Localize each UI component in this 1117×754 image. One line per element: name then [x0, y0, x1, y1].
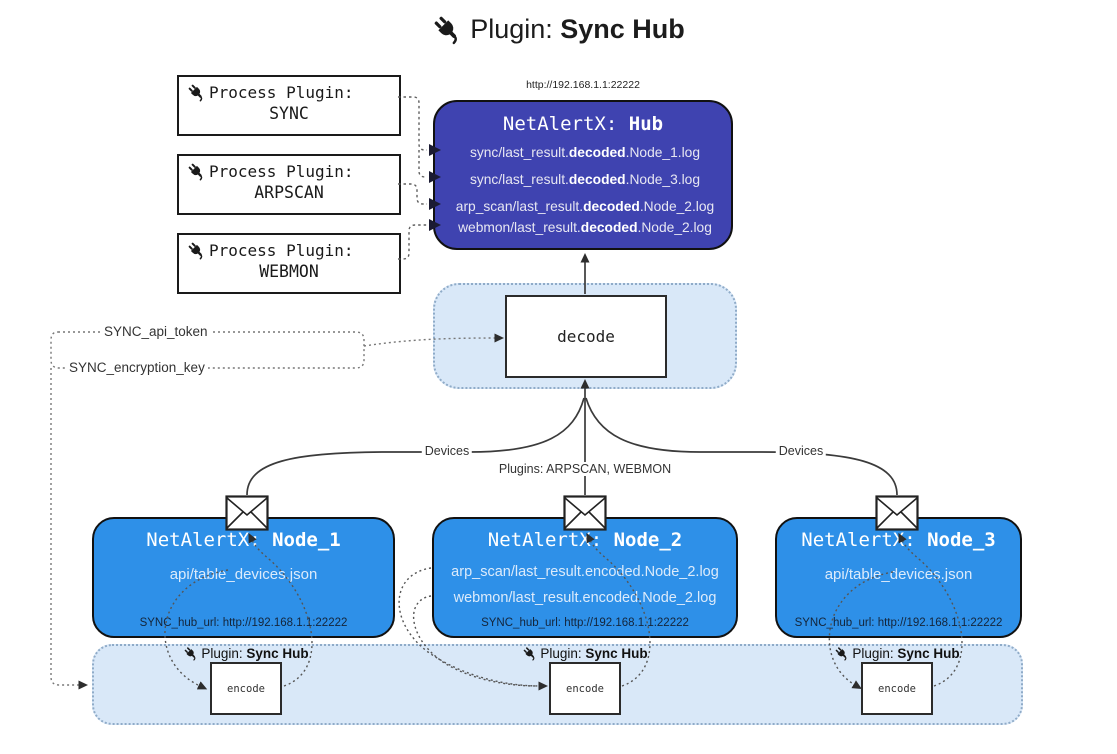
node-box-node1: NetAlertX: Node_1 api/table_devices.json… — [92, 517, 395, 638]
node-file-line: arp_scan/last_result.encoded.Node_2.log — [451, 564, 719, 580]
envelope-icon — [875, 495, 919, 531]
hub-url: http://192.168.1.1:22222 — [526, 79, 640, 91]
edge-label-plugins: Plugins: ARPSCAN, WEBMON — [495, 462, 675, 476]
edge-label-devices-left: Devices — [421, 444, 473, 458]
process-plugin-box-webmon: Process Plugin: WEBMON — [177, 233, 401, 294]
plug-icon — [183, 646, 199, 661]
node-title: NetAlertX: Node_1 — [146, 529, 341, 551]
process-plugin-box-sync: Process Plugin: SYNC — [177, 75, 401, 136]
hub-title: NetAlertX: Hub — [502, 113, 664, 135]
process-plugin-label: Process Plugin: — [209, 83, 354, 102]
config-label-encryption-key: SYNC_encryption_key — [66, 360, 208, 375]
process-plugin-connectors — [398, 96, 427, 260]
hub-log-row: arp_scan/last_result.decoded.Node_2.log — [455, 199, 715, 214]
hub-log-row: sync/last_result.decoded.Node_1.log — [469, 145, 701, 160]
envelope-icon — [563, 495, 607, 531]
node-file-line: api/table_devices.json — [169, 566, 318, 583]
process-plugin-name: WEBMON — [259, 262, 319, 281]
band-plugin-label: Plugin: Sync Hub — [834, 646, 960, 661]
hub-log-row: webmon/last_result.decoded.Node_2.log — [458, 220, 712, 235]
plug-icon — [834, 646, 850, 661]
node-box-node3: NetAlertX: Node_3 api/table_devices.json… — [775, 517, 1022, 638]
process-plugin-box-arpscan: Process Plugin: ARPSCAN — [177, 154, 401, 215]
plug-icon — [432, 14, 464, 45]
encode-box: encode — [549, 662, 621, 715]
plug-icon — [522, 646, 538, 661]
decode-box: decode — [505, 295, 667, 378]
config-label-api-token: SYNC_api_token — [101, 324, 211, 339]
node-hub-url: SYNC_hub_url: http://192.168.1.1:22222 — [481, 617, 689, 629]
page-title: Plugin: Sync Hub — [0, 14, 1117, 45]
band-plugin-label: Plugin: Sync Hub — [522, 646, 648, 661]
edge-label-devices-right: Devices — [775, 444, 827, 458]
node-hub-url: SYNC_hub_url: http://192.168.1.1:22222 — [794, 617, 1003, 629]
node-box-node2: NetAlertX: Node_2 arp_scan/last_result.e… — [432, 517, 738, 638]
encode-box: encode — [861, 662, 933, 715]
plug-icon — [187, 241, 206, 260]
hub-box: NetAlertX: Hub sync/last_result.decoded.… — [433, 100, 733, 250]
process-plugin-label: Process Plugin: — [209, 241, 354, 260]
plug-icon — [187, 162, 206, 181]
envelope-icon — [225, 495, 269, 531]
page-title-text: Plugin: Sync Hub — [470, 14, 685, 44]
band-plugin-label: Plugin: Sync Hub — [183, 646, 309, 661]
process-plugin-name: ARPSCAN — [254, 183, 324, 202]
node-file-line: webmon/last_result.encoded.Node_2.log — [453, 590, 717, 606]
process-plugin-name: SYNC — [269, 104, 309, 123]
process-plugin-label: Process Plugin: — [209, 162, 354, 181]
node-hub-url: SYNC_hub_url: http://192.168.1.1:22222 — [139, 617, 348, 629]
node-file-line: api/table_devices.json — [824, 566, 973, 583]
encode-box: encode — [210, 662, 282, 715]
plug-icon — [187, 83, 206, 102]
node-title: NetAlertX: Node_3 — [801, 529, 996, 551]
hub-log-row: sync/last_result.decoded.Node_3.log — [469, 172, 701, 187]
node-title: NetAlertX: Node_2 — [487, 529, 683, 551]
